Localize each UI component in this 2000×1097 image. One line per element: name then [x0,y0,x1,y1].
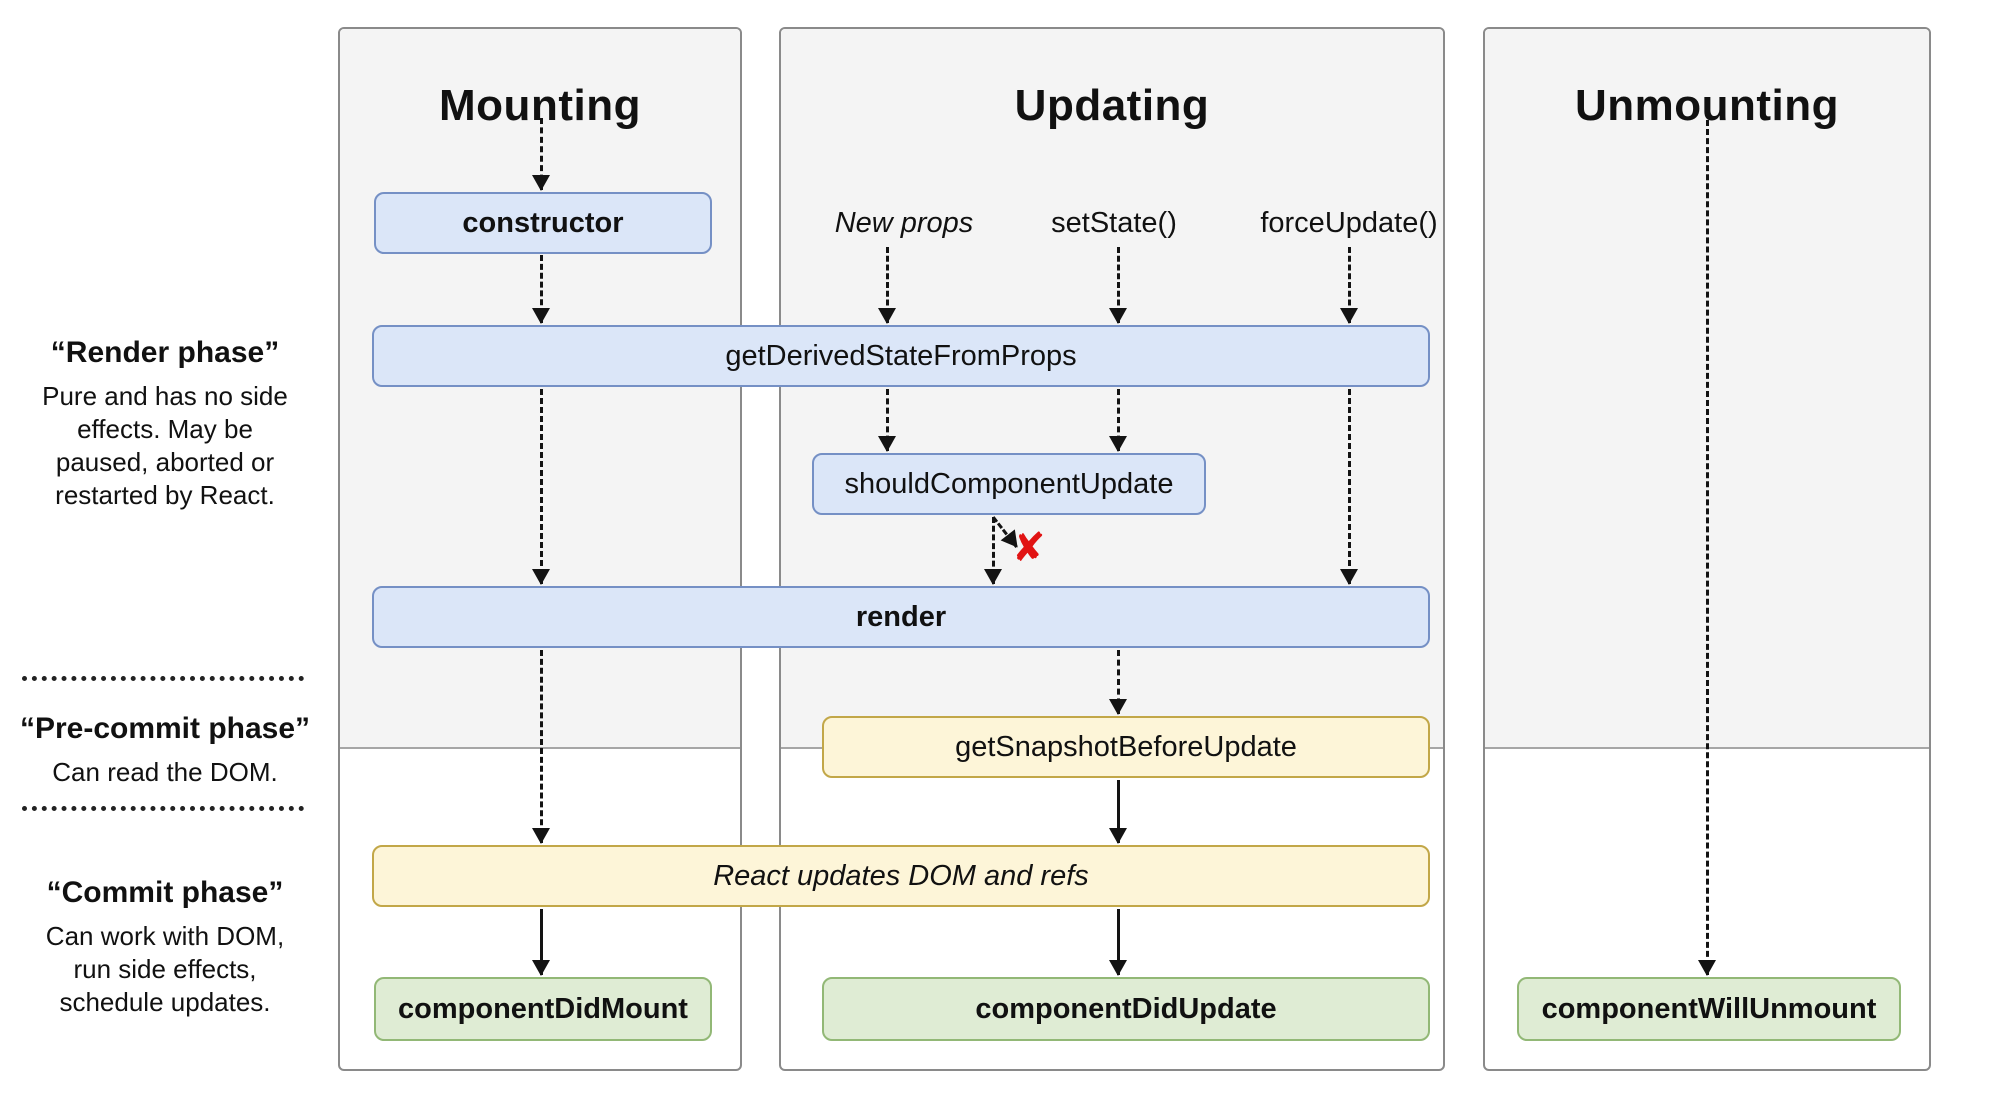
arrow-reactupdates-to-componentdidmount [532,909,550,976]
trigger-new-props: New props [834,207,974,239]
node-componentwillunmount: componentWillUnmount [1517,977,1901,1041]
arrowhead-icon [532,308,550,324]
arrowhead-icon [532,828,550,844]
trigger-forceupdate: forceUpdate() [1260,207,1438,239]
commit-phase-title: “Commit phase” [46,876,284,909]
arrow-render-to-reactupdates-mounting [532,650,550,844]
render-phase-description: Pure and has no side effects. May be pau… [42,381,288,510]
arrow-getsnapshot-to-reactupdates [1109,780,1127,844]
node-getsnapshotbeforeupdate: getSnapshotBeforeUpdate [822,716,1430,778]
pre-commit-phase-description: Can read the DOM. [52,757,278,787]
pre-commit-phase-label: “Pre-commit phase” Can read the DOM. [15,712,315,789]
reject-x-icon: ✘ [1012,525,1046,571]
arrowhead-icon [532,175,550,191]
phase-divider-bottom [22,806,304,811]
arrowhead-icon [1109,960,1127,976]
node-react-updates-dom: React updates DOM and refs [372,845,1430,907]
arrow-reactupdates-to-componentdidupdate [1109,909,1127,976]
arrowhead-icon [1109,308,1127,324]
arrow-setstate-to-getderivedstate [1109,247,1127,324]
arrow-unmounting-to-componentwillunmount [1698,120,1716,976]
node-constructor: constructor [374,192,712,254]
arrow-mounting-start [532,118,550,191]
node-componentdidmount: componentDidMount [374,977,712,1041]
node-shouldcomponentupdate: shouldComponentUpdate [812,453,1206,515]
node-componentdidupdate: componentDidUpdate [822,977,1430,1041]
node-render: render [372,586,1430,648]
pre-commit-phase-title: “Pre-commit phase” [19,712,311,745]
arrow-render-to-getsnapshot [1109,650,1127,715]
arrowhead-icon [1340,569,1358,585]
arrow-constructor-to-getderivedstate [532,255,550,324]
arrowhead-icon [1109,828,1127,844]
trigger-setstate: setState() [1051,207,1177,239]
arrowhead-icon [878,436,896,452]
arrow-forceupdate-to-getderivedstate [1340,247,1358,324]
arrow-getderivedstate-to-shouldcomponentupdate-right [1109,389,1127,452]
arrowhead-icon [1109,699,1127,715]
render-phase-label: “Render phase” Pure and has no side effe… [15,336,315,512]
commit-phase-description: Can work with DOM, run side effects, sch… [45,921,285,1017]
updating-panel: Updating [779,27,1445,1071]
arrow-newprops-to-getderivedstate [878,247,896,324]
arrowhead-icon [1698,960,1716,976]
arrow-getderivedstate-to-shouldcomponentupdate-left [878,389,896,452]
updating-title: Updating [1014,81,1210,130]
arrowhead-icon [1340,308,1358,324]
render-phase-title: “Render phase” [50,336,280,369]
commit-phase-label: “Commit phase” Can work with DOM, run si… [15,876,315,1019]
arrowhead-icon [1109,436,1127,452]
arrow-forceupdate-to-render [1340,389,1358,585]
arrowhead-icon [984,569,1002,585]
phase-divider-top [22,676,304,681]
arrow-shouldcomponentupdate-to-render [984,517,1002,585]
arrowhead-icon [532,960,550,976]
arrowhead-icon [878,308,896,324]
arrowhead-icon [532,569,550,585]
arrow-getderivedstate-to-render-mounting [532,389,550,585]
node-getderivedstatefromprops: getDerivedStateFromProps [372,325,1430,387]
